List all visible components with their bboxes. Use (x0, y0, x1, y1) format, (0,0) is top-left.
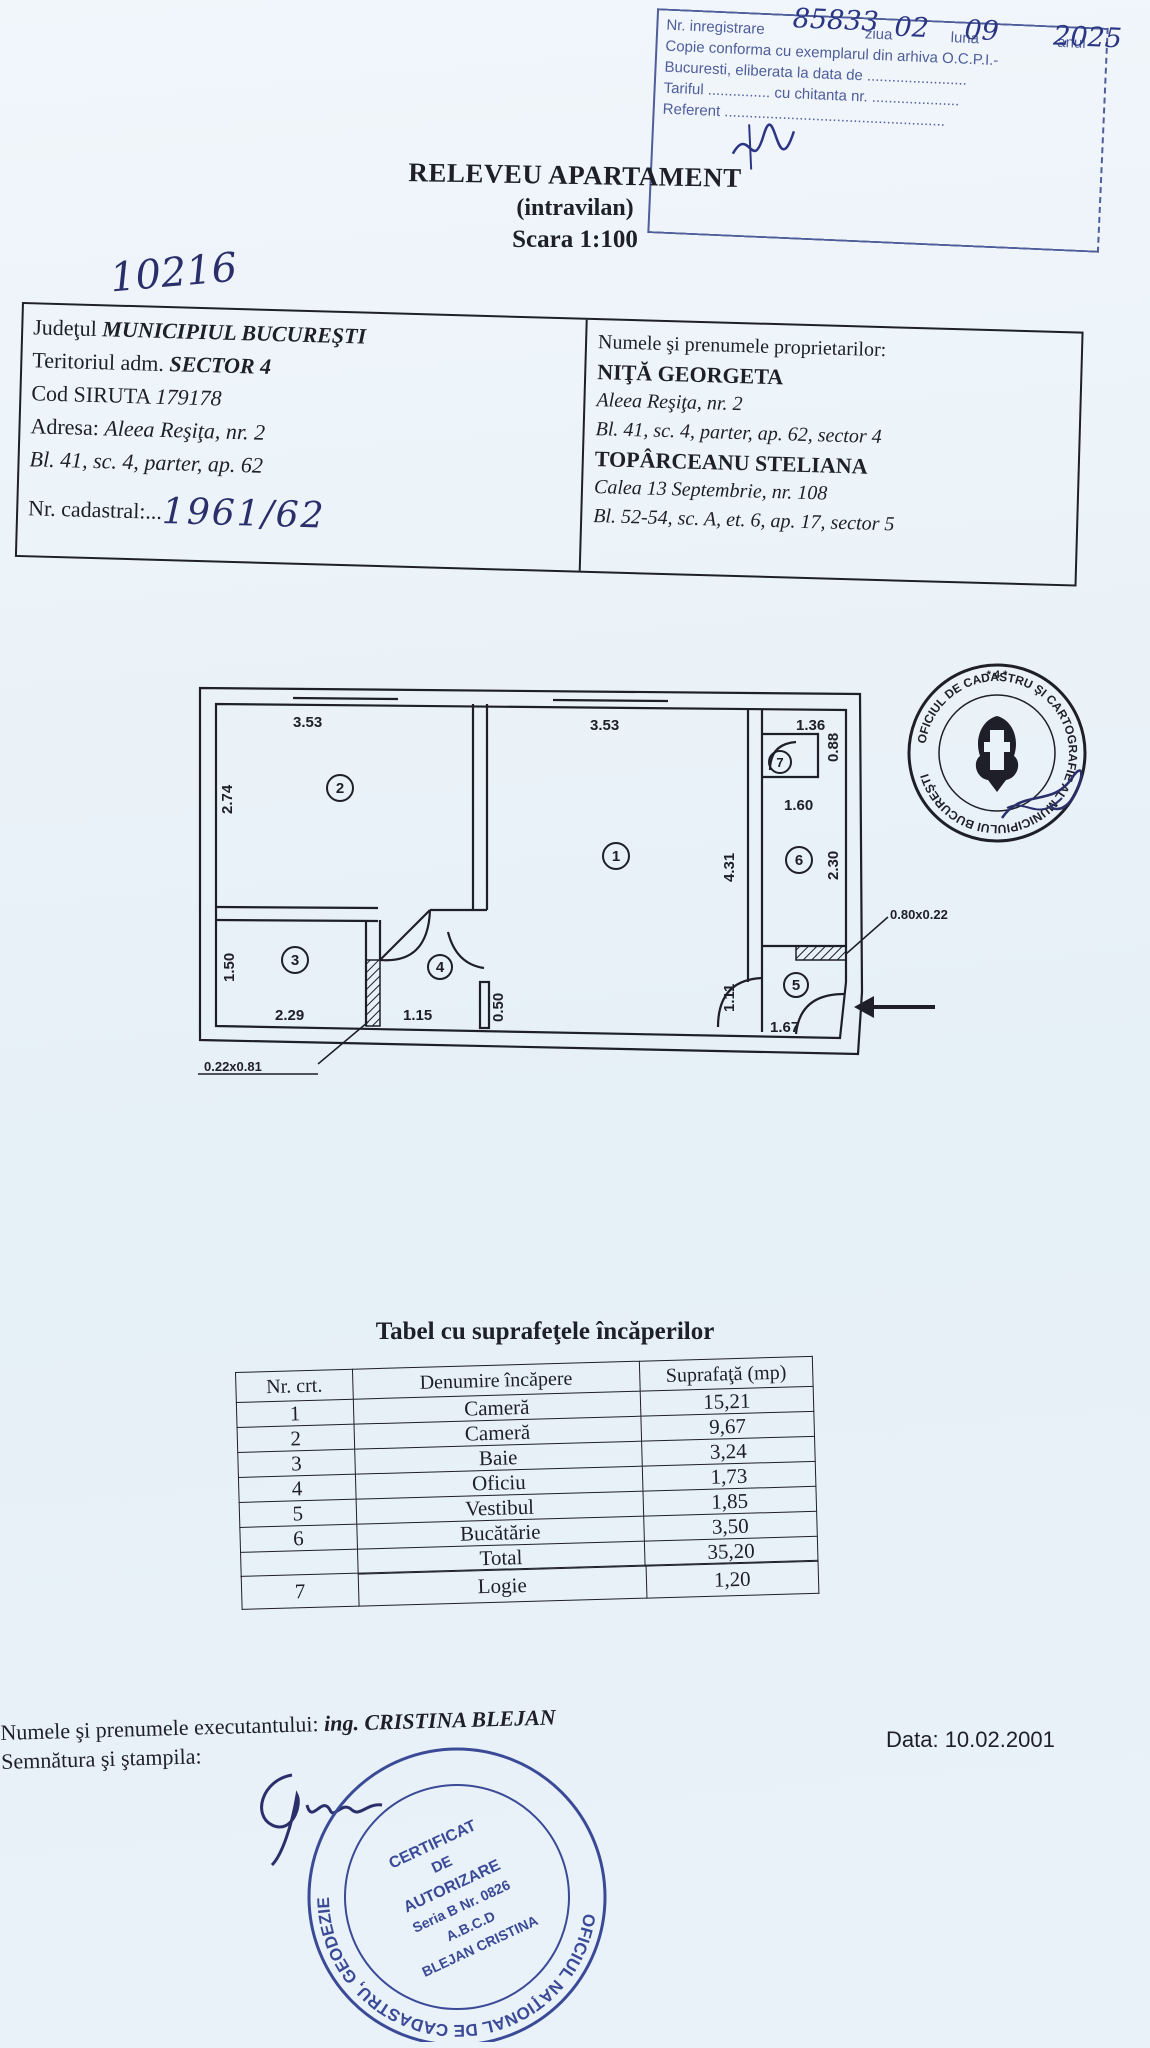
official-seal-top: OFICIUL DE CADASTRU ŞI CARTOGRAFIE AL MU… (907, 663, 1087, 843)
dim-room1-height: 4.31 (721, 853, 738, 882)
row-nr: 1 (236, 1399, 354, 1428)
dim-room3-width: 2.29 (275, 1007, 304, 1024)
floor-plan-drawing: 3.53 3.53 1.36 0.88 2.74 4.31 1.60 2.30 … (198, 686, 948, 1075)
siruta-label: Cod SIRUTA (31, 380, 151, 409)
room-number-6: 6 (795, 852, 803, 869)
header-nr: Nr. crt. (235, 1369, 353, 1403)
teritoriu-label: Teritoriul adm. (32, 347, 165, 376)
seal-top-mark: * 4 * (987, 669, 1009, 681)
row-area: 1,20 (645, 1559, 819, 1598)
dim-kitchen-shaft: 0.80x0.22 (890, 907, 948, 922)
row-nr: 2 (237, 1424, 355, 1453)
row-nr: 7 (241, 1572, 359, 1609)
referent-signature (731, 123, 796, 170)
reg-year-handwritten: 2025 (1052, 20, 1123, 55)
reg-prefix: Nr. inregistrare (666, 16, 766, 38)
dim-room2-width: 3.53 (293, 714, 322, 731)
reg-number-handwritten: 85833 (792, 3, 880, 38)
room-number-3: 3 (291, 952, 299, 969)
header-suprafata: Suprafaţă (mp) (639, 1356, 814, 1392)
dim-room6-height: 2.30 (825, 851, 842, 880)
dim-room2-height: 2.74 (219, 784, 236, 814)
floor-plan: 3.53 3.53 1.36 0.88 2.74 4.31 1.60 2.30 … (198, 682, 958, 1102)
dim-room7-width: 1.36 (796, 717, 825, 734)
cadastral-label: Nr. cadastral:... (27, 495, 163, 524)
teritoriu-value: SECTOR 4 (169, 351, 272, 379)
dim-room4-wall: 0.50 (490, 993, 507, 1022)
registration-stamp: Nr. inregistrare ziua luna anul Copie co… (647, 3, 1123, 253)
room-number-2: 2 (336, 780, 344, 797)
row-nr: 4 (238, 1474, 356, 1503)
reg-month-handwritten: 09 (963, 14, 1000, 48)
row-nr: 3 (237, 1449, 356, 1478)
dim-room5-height: 1.11 (721, 984, 738, 1012)
cadastral-value: 1961/62 (161, 490, 327, 537)
judet-label: Judeţul (32, 314, 98, 342)
row-nr: 5 (239, 1499, 357, 1528)
title-scale: Scara 1:100 (512, 226, 638, 253)
info-box: Judeţul MUNICIPIUL BUCUREŞTI Teritoriul … (14, 302, 1084, 587)
executant-name-value: ing. CRISTINA BLEJAN (323, 1704, 557, 1736)
cadastral-row: Nr. cadastral:...1961/62 (28, 487, 584, 539)
room-number-1: 1 (612, 848, 620, 865)
room-number-7: 7 (776, 755, 783, 770)
judet-value: MUNICIPIUL BUCUREŞTI (101, 316, 367, 349)
rooms-table: Nr. crt. Denumire încăpere Suprafaţă (mp… (235, 1356, 819, 1578)
dim-room7-height: 0.88 (825, 733, 842, 762)
adresa-value: Aleea Reşiţa, nr. 2 (104, 415, 266, 445)
dim-bath-shaft: 0.22x0.81 (204, 1059, 262, 1074)
reg-day-handwritten: 02 (893, 11, 930, 45)
property-info: Judeţul MUNICIPIUL BUCUREŞTI Teritoriul … (28, 310, 589, 539)
handwritten-code: 10216 (108, 244, 240, 302)
certification-seal: OFICIUL NAŢIONAL DE CADASTRU, GEODEZIE Ş… (302, 1742, 607, 2042)
row-name: Logie (357, 1564, 647, 1606)
siruta-value: 179178 (155, 383, 222, 411)
table-title: Tabel cu suprafeţele încăperilor (375, 1318, 715, 1345)
rooms-table-wrapper: Nr. crt. Denumire încăpere Suprafaţă (mp… (235, 1356, 819, 1610)
seal-de: DE (429, 1853, 455, 1877)
document-title: RELEVEU APARTAMENT (intravilan) Scara 1:… (0, 157, 1150, 254)
dim-room3-height: 1.50 (221, 953, 238, 982)
owners-info: Numele şi prenumele proprietarilor: NIŢĂ… (593, 328, 1078, 544)
adresa-label: Adresa: (30, 413, 100, 441)
room-number-4: 4 (436, 959, 445, 976)
dim-room6-width: 1.60 (784, 797, 813, 814)
room-number-5: 5 (792, 977, 800, 994)
dim-room1-width: 3.53 (590, 717, 619, 734)
title-sub: (intravilan) (516, 195, 634, 221)
row-nr: 6 (239, 1524, 358, 1553)
dim-room5-width: 1.67 (770, 1019, 799, 1036)
dim-room4-width: 1.15 (403, 1007, 432, 1024)
document-date: Data: 10.02.2001 (886, 1727, 1055, 1752)
